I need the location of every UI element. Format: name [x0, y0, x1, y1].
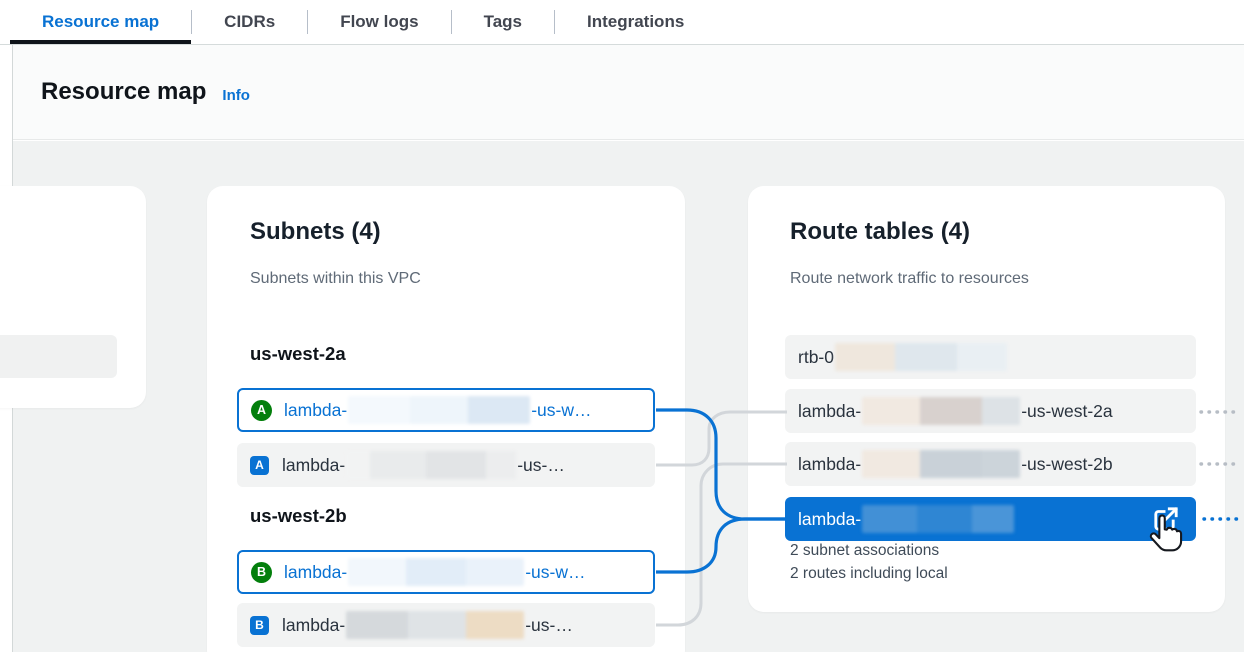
tab-divider	[554, 10, 555, 34]
route-table-item-us-west-2a[interactable]: lambda- -us-west-2a	[785, 389, 1196, 433]
az-heading-us-west-2a: us-west-2a	[250, 343, 346, 364]
route-table-item-us-west-2b[interactable]: lambda- -us-west-2b	[785, 442, 1196, 486]
az-heading-us-west-2b: us-west-2b	[250, 505, 347, 526]
subnets-card-title: Subnets (4)	[250, 218, 381, 245]
subnet-link-prefix[interactable]: lambda-	[284, 561, 348, 582]
redacted-text	[346, 451, 517, 479]
redacted-text	[348, 396, 531, 424]
panel-header: Resource map Info	[13, 45, 1244, 140]
subnets-card-subtitle: Subnets within this VPC	[250, 270, 421, 287]
az-b-badge-icon: B	[250, 615, 269, 635]
tab-bar: Resource map CIDRs Flow logs Tags Integr…	[0, 0, 1244, 45]
subnet-item-a2[interactable]: A lambda- -us-…	[237, 443, 655, 487]
tab-cidrs[interactable]: CIDRs	[192, 0, 307, 44]
subnet-link-prefix[interactable]: lambda-	[284, 399, 348, 420]
redacted-text	[348, 558, 525, 586]
route-table-label-suffix[interactable]: -us-west-2b	[1021, 453, 1113, 474]
tab-resource-map[interactable]: Resource map	[10, 0, 192, 44]
az-a-badge-icon: A	[250, 455, 269, 475]
tab-divider	[191, 10, 193, 34]
az-a-badge-icon: A	[251, 399, 272, 421]
tab-integrations[interactable]: Integrations	[555, 0, 716, 44]
tab-resource-map-label: Resource map	[42, 12, 160, 31]
tab-flow-logs-label: Flow logs	[340, 12, 419, 31]
tab-divider	[450, 10, 452, 34]
redacted-text	[862, 397, 1021, 425]
tab-integrations-label: Integrations	[587, 12, 685, 31]
redacted-text	[862, 505, 1015, 533]
route-table-item-rtb[interactable]: rtb-0	[785, 335, 1196, 379]
page-title: Resource map	[41, 78, 207, 105]
route-tables-card: Route tables (4) Route network traffic t…	[748, 186, 1225, 612]
redacted-text	[862, 450, 1021, 478]
route-table-label-suffix[interactable]: -us-west-2a	[1021, 400, 1113, 421]
route-tables-card-subtitle: Route network traffic to resources	[790, 270, 1029, 287]
vpc-card	[0, 186, 146, 408]
subnet-label-suffix[interactable]: -us-…	[525, 614, 573, 635]
route-table-label-prefix[interactable]: rtb-0	[798, 346, 834, 367]
route-table-detail-associations: 2 subnet associations	[790, 542, 940, 559]
external-link-icon[interactable]	[1154, 507, 1178, 531]
subnet-item-selected-a[interactable]: A lambda- -us-w…	[237, 388, 655, 432]
az-b-badge-icon: B	[251, 561, 272, 583]
subnet-item-b2[interactable]: B lambda- -us-…	[237, 603, 655, 647]
tab-flow-logs[interactable]: Flow logs	[308, 0, 450, 44]
route-table-label-prefix[interactable]: lambda-	[798, 400, 862, 421]
tab-divider	[307, 10, 309, 34]
subnet-label-prefix[interactable]: lambda-	[282, 454, 346, 475]
subnet-item-selected-b[interactable]: B lambda- -us-w…	[237, 550, 655, 594]
info-link[interactable]: Info	[222, 86, 250, 104]
subnet-link-suffix[interactable]: -us-w…	[525, 561, 586, 582]
subnet-label-suffix[interactable]: -us-…	[517, 454, 565, 475]
route-table-item-selected[interactable]: lambda-	[785, 497, 1196, 541]
subnet-label-prefix[interactable]: lambda-	[282, 614, 346, 635]
route-table-label-prefix[interactable]: lambda-	[798, 453, 862, 474]
route-tables-card-title: Route tables (4)	[790, 218, 971, 245]
tab-cidrs-label: CIDRs	[224, 12, 276, 31]
redacted-text	[346, 611, 525, 639]
vpc-item-row[interactable]	[0, 335, 117, 378]
route-table-label-prefix[interactable]: lambda-	[798, 508, 862, 529]
route-table-detail-routes: 2 routes including local	[790, 565, 948, 582]
tab-tags[interactable]: Tags	[452, 0, 554, 44]
redacted-text	[834, 343, 1007, 371]
tab-tags-label: Tags	[483, 12, 522, 31]
subnet-link-suffix[interactable]: -us-w…	[531, 399, 592, 420]
